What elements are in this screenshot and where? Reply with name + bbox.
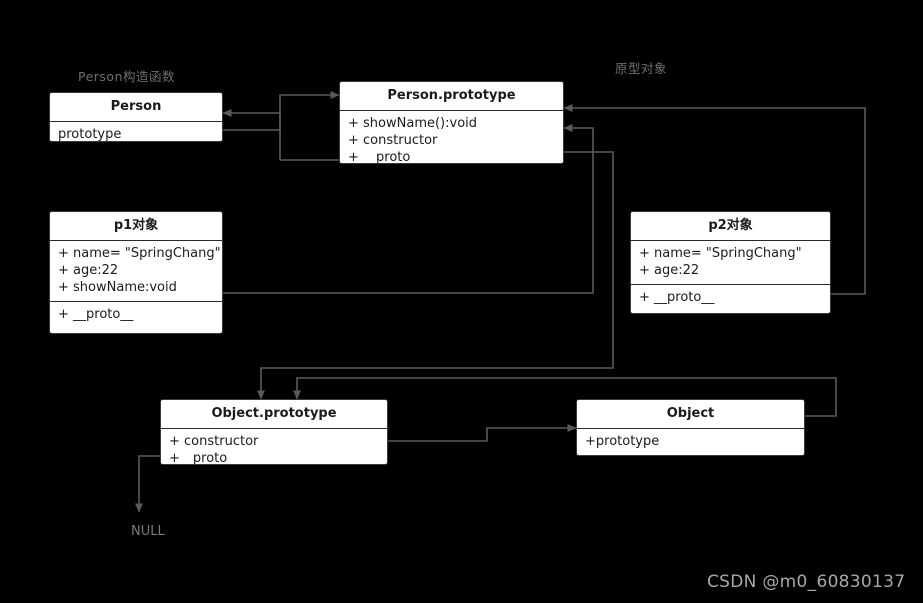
- uml-compartment: + showName():void+ constructor+ __proto_…: [340, 111, 563, 164]
- prototype-object-caption: 原型对象: [615, 61, 668, 76]
- uml-member-row: + constructor: [348, 133, 438, 149]
- uml-class-title-object-prototype: Object.prototype: [161, 400, 387, 430]
- uml-class-title-person: Person: [50, 93, 222, 123]
- uml-class-title-p2-object: p2对象: [631, 212, 830, 242]
- uml-compartment: + __proto__: [631, 284, 830, 312]
- uml-member-row: + __proto__: [348, 150, 424, 164]
- uml-class-person-prototype[interactable]: Person.prototype+ showName():void+ const…: [339, 81, 564, 164]
- uml-member-row: + __proto__: [639, 290, 715, 306]
- uml-class-title-p1-object: p1对象: [50, 212, 222, 242]
- uml-member-row: + showName:void: [58, 280, 177, 296]
- connector-person-prototype-proto-to-object-prototype: [257, 151, 614, 400]
- uml-compartment: + constructor+__proto__: [161, 429, 387, 465]
- uml-class-p1-object[interactable]: p1对象+ name= "SpringChang"+ age:22+ showN…: [49, 211, 223, 334]
- uml-class-object[interactable]: Object +prototype: [576, 399, 805, 456]
- uml-member-row: + age:22: [58, 263, 119, 279]
- uml-member-row: prototype: [58, 127, 122, 142]
- uml-member-row: + name= "SpringChang": [639, 246, 802, 262]
- uml-compartment: +prototype: [577, 429, 804, 455]
- uml-member-row: +prototype: [585, 434, 660, 450]
- uml-compartment: prototype: [50, 122, 222, 142]
- uml-class-person[interactable]: Person prototype: [49, 92, 223, 142]
- person-constructor-caption: Person构造函数: [78, 69, 176, 84]
- uml-member-row: + showName():void: [348, 116, 478, 132]
- uml-compartment: + name= "SpringChang"+ age:22+ showName:…: [50, 241, 222, 302]
- uml-member-row: + __proto__: [58, 307, 134, 323]
- uml-member-row: +__proto__: [169, 451, 241, 465]
- uml-class-title-person-prototype: Person.prototype: [340, 82, 563, 112]
- connector-object-prototype-proto-to-null: [135, 455, 160, 513]
- uml-compartment: + __proto__: [50, 301, 222, 329]
- uml-member-row: + constructor: [169, 434, 259, 450]
- uml-class-object-prototype[interactable]: Object.prototype+ constructor+__proto__: [160, 399, 388, 465]
- uml-class-title-object: Object: [577, 400, 804, 430]
- connector-person-prototype-to-person: [222, 109, 281, 160]
- uml-member-row: + age:22: [639, 263, 700, 279]
- uml-compartment: + name= "SpringChang"+ age:22: [631, 241, 830, 285]
- uml-class-p2-object[interactable]: p2对象+ name= "SpringChang"+ age:22+ __pro…: [630, 211, 831, 314]
- connector-object-prototype-to-object: [388, 424, 577, 442]
- csdn-watermark: CSDN @m0_60830137: [707, 572, 906, 592]
- connector-person-prototype-row-to-person-prototype-box: [223, 91, 340, 131]
- null-label: NULL: [131, 524, 165, 539]
- uml-member-row: + name= "SpringChang": [58, 246, 221, 262]
